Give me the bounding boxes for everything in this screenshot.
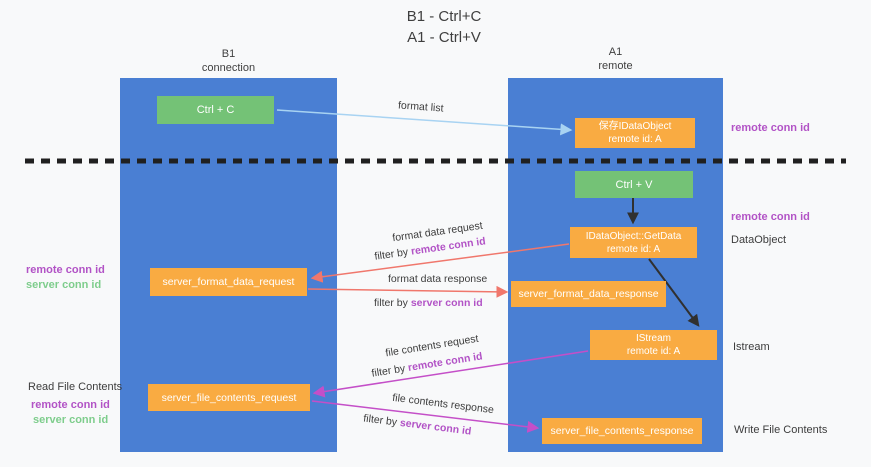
label-file-contents-response: file contents response bbox=[391, 391, 495, 417]
box-istream-line2: remote id: A bbox=[626, 346, 681, 357]
annotation-remote-conn-id-mid-right: remote conn id bbox=[731, 211, 810, 223]
box-server-format-data-response: server_format_data_response bbox=[511, 281, 666, 307]
label-format-list: format list bbox=[397, 99, 444, 115]
title-line-1: B1 - Ctrl+C bbox=[406, 8, 482, 25]
annotation-server-conn-id-top-left: server conn id bbox=[26, 279, 102, 291]
annotation-remote-conn-id-top-right: remote conn id bbox=[731, 122, 810, 134]
box-server-format-data-request: server_format_data_request bbox=[150, 268, 307, 296]
box-istream-line1: IStream bbox=[635, 333, 671, 344]
lane-b1-subtitle: connection bbox=[201, 62, 256, 74]
filter-by-text: filter by bbox=[362, 412, 398, 429]
filter-by-text: filter by bbox=[373, 246, 409, 263]
lane-b1-name: B1 bbox=[221, 48, 236, 60]
lane-header-a1: A1 remote bbox=[508, 45, 723, 73]
filter-by-text: filter by bbox=[370, 362, 407, 380]
annotation-read-file-contents: Read File Contents bbox=[28, 381, 123, 393]
box-ctrl-v: Ctrl + V bbox=[575, 171, 693, 198]
box-idataobject-getdata: IDataObject::GetData remote id: A bbox=[570, 227, 697, 258]
box-save-idataobject-line2: remote id: A bbox=[608, 134, 662, 145]
box-getdata-line2: remote id: A bbox=[606, 243, 661, 255]
box-server-file-contents-request: server_file_contents_request bbox=[148, 384, 310, 411]
annotation-remote-conn-id-bottom-left: remote conn id bbox=[31, 399, 110, 411]
annotation-server-conn-id-bottom-left: server conn id bbox=[33, 414, 109, 426]
box-getdata-line1: IDataObject::GetData bbox=[585, 230, 682, 242]
server-conn-id-key: server conn id bbox=[399, 416, 472, 438]
label-format-data-response: format data response bbox=[388, 273, 488, 285]
annotation-dataobject: DataObject bbox=[731, 234, 787, 246]
lane-a1-name: A1 bbox=[608, 46, 623, 58]
box-server-file-contents-response: server_file_contents_response bbox=[542, 418, 702, 444]
filter-by-text: filter by bbox=[374, 297, 408, 309]
annotation-istream: Istream bbox=[733, 341, 770, 353]
lane-header-b1: B1 connection bbox=[120, 47, 337, 75]
annotation-write-file-contents: Write File Contents bbox=[734, 424, 828, 436]
arrow-format-data-response bbox=[307, 285, 509, 298]
box-ctrl-c: Ctrl + C bbox=[157, 96, 274, 124]
lane-a1-subtitle: remote bbox=[598, 60, 633, 72]
server-conn-id-key: server conn id bbox=[410, 297, 483, 309]
diagram-title: B1 - Ctrl+C A1 - Ctrl+V bbox=[344, 6, 544, 48]
label-filter-by-remote-conn-id-1: filter byremote conn id bbox=[374, 235, 487, 262]
title-line-2: A1 - Ctrl+V bbox=[407, 29, 481, 46]
box-save-idataobject-line1: 保存IDataObject bbox=[598, 121, 672, 132]
annotation-remote-conn-id-top-left: remote conn id bbox=[26, 264, 105, 276]
box-save-idataobject: 保存IDataObject remote id: A bbox=[575, 118, 695, 148]
box-istream: IStream remote id: A bbox=[590, 330, 717, 360]
